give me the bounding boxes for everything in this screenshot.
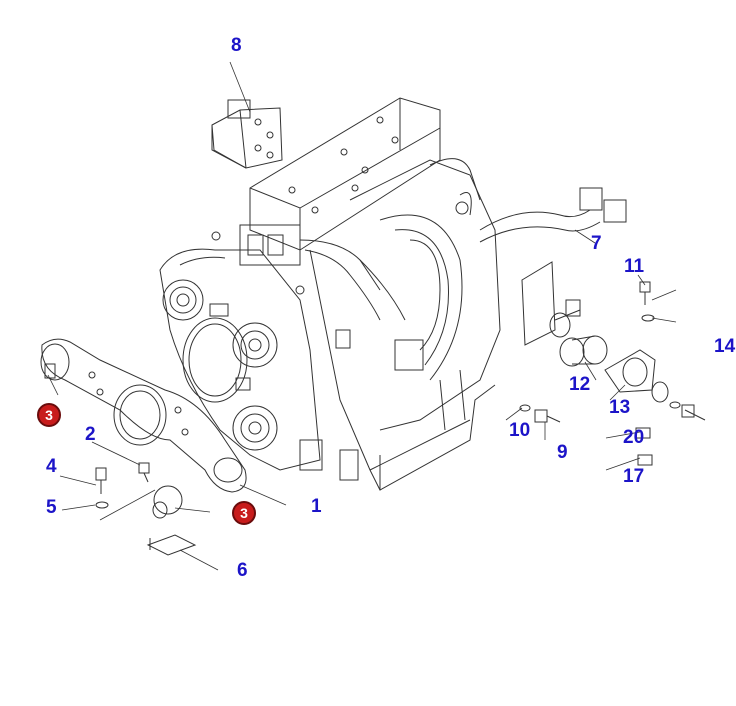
transmission-housing: [239, 97, 501, 491]
callout-17: 17: [623, 466, 645, 487]
callout-9: 9: [557, 442, 568, 463]
callout-badge-3: 3: [232, 501, 256, 525]
callout-6: 6: [237, 560, 248, 581]
callout-20: 20: [623, 427, 645, 448]
callout-8: 8: [231, 35, 242, 56]
mount-bracket: [211, 99, 283, 169]
lever-arm: [40, 338, 247, 493]
front-gear-cover: [159, 231, 321, 471]
callout-14: 14: [714, 336, 736, 357]
callout-13: 13: [609, 397, 631, 418]
leader-lines: [47, 61, 677, 571]
callout-2: 2: [85, 424, 96, 445]
callout-4: 4: [46, 456, 57, 477]
callout-7: 7: [591, 233, 602, 254]
callout-12: 12: [569, 374, 591, 395]
small-hardware-left: [95, 462, 197, 556]
callout-badge-3: 3: [37, 403, 61, 427]
small-hardware-right: [479, 187, 706, 466]
callout-1: 1: [311, 496, 322, 517]
callout-5: 5: [46, 497, 57, 518]
callout-10: 10: [509, 420, 531, 441]
callout-11: 11: [624, 256, 645, 277]
